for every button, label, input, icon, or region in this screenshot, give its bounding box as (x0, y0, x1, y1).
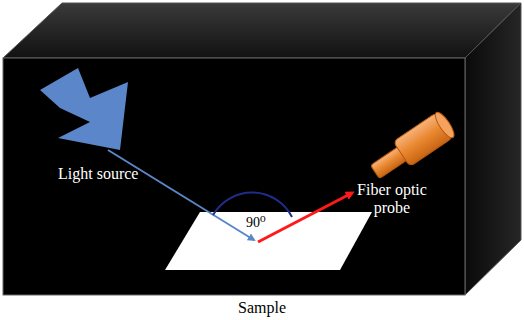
box-front (3, 58, 465, 295)
angle-label: 90⁰ (246, 215, 266, 231)
part-label: Light source (58, 165, 138, 183)
fiber-probe (367, 110, 458, 185)
box-side (465, 3, 521, 295)
light-source-arrow (40, 68, 128, 150)
box-top (3, 3, 521, 58)
incident-beam (108, 150, 254, 240)
reflected-beam (258, 193, 352, 242)
sample-plate (165, 212, 372, 270)
angle-arc (213, 193, 292, 217)
part-label: Fiber optic probe (357, 181, 427, 218)
part-label: Sample (238, 299, 286, 317)
